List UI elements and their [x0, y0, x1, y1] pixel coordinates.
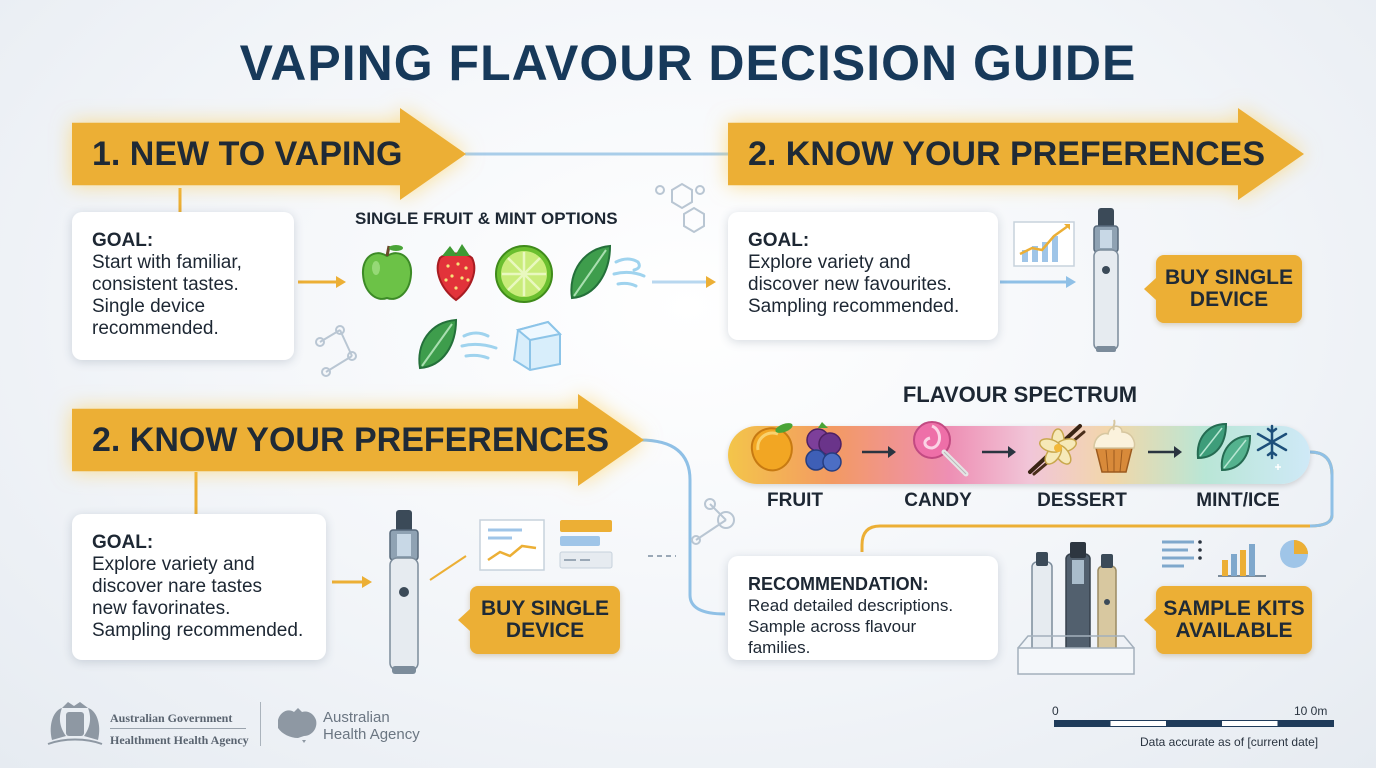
lime-icon	[495, 245, 553, 303]
step1-banner: 1. NEW TO VAPING	[72, 108, 466, 200]
scale-start-label: 0	[1052, 704, 1059, 718]
step2-bottom-goal-card: GOAL: Explore variety and discover nare …	[72, 514, 326, 660]
spectrum-label-mint-ice: MINT/ICE	[1196, 490, 1280, 511]
step2-top-goal-card: GOAL: Explore variety and discover new f…	[728, 212, 998, 340]
mint-leaves-icon	[1196, 422, 1252, 472]
spectrum-label-dessert: DESSERT	[1037, 490, 1127, 511]
analytics-icons	[1162, 540, 1308, 577]
mint-leaf-icon	[570, 244, 646, 300]
goal-line: discover new favourites.	[748, 274, 952, 295]
scale-end-label: 10 0m	[1294, 704, 1328, 718]
vape-pen-icon	[389, 510, 419, 674]
agency-line2: Health Agency	[323, 726, 420, 743]
step2-top-banner-label: 2. KNOW YOUR PREFERENCES	[748, 135, 1266, 173]
badge-line: SAMPLE KITS	[1163, 597, 1305, 620]
snowflake-icon	[1256, 424, 1288, 470]
recommendation-card: RECOMMENDATION: Read detailed descriptio…	[728, 556, 998, 660]
badge-line: AVAILABLE	[1175, 619, 1293, 642]
badge-line: BUY SINGLE	[1165, 266, 1293, 289]
options-label: SINGLE FRUIT & MINT OPTIONS	[355, 209, 618, 228]
badge-line: DEVICE	[505, 619, 585, 642]
goal-heading: GOAL:	[748, 230, 810, 251]
sample-kits-badge: SAMPLE KITS AVAILABLE	[1144, 586, 1312, 654]
page-title: VAPING FLAVOUR DECISION GUIDE	[239, 35, 1137, 91]
arrow-right-icon	[1148, 446, 1182, 458]
ice-cube-icon	[512, 320, 563, 372]
step2-bottom-banner-label: 2. KNOW YOUR PREFERENCES	[92, 421, 610, 459]
gov-divider	[110, 728, 246, 729]
sample-kit-icon	[1017, 542, 1135, 675]
recommendation-line: Sample across flavour families.	[748, 617, 917, 657]
goal-line: new favorinates.	[92, 598, 231, 619]
recommendation-heading: RECOMMENDATION:	[748, 574, 929, 594]
goal-line: discover nare tastes	[92, 576, 263, 597]
step1-banner-label: 1. NEW TO VAPING	[92, 135, 403, 173]
recommendation-line: Read detailed descriptions.	[748, 596, 954, 615]
goal-line: Explore variety and	[748, 252, 911, 273]
spectrum-title: FLAVOUR SPECTRUM	[902, 382, 1138, 407]
goal-line: Sampling recommended.	[92, 620, 304, 641]
coat-of-arms-icon	[47, 702, 103, 745]
agency-line1: Australian	[323, 709, 390, 726]
apple-icon	[361, 245, 413, 300]
goal-line: Start with familiar,	[92, 252, 242, 273]
gov-line1: Australian Government	[110, 711, 233, 725]
badge-line: BUY SINGLE	[481, 597, 609, 620]
berries-icon	[805, 422, 842, 472]
goal-line: Sampling recommended.	[748, 296, 960, 317]
badge-line: DEVICE	[1189, 288, 1269, 311]
goal-line: consistent tastes.	[92, 274, 239, 295]
footer-separator	[260, 702, 261, 746]
step1-goal-card: GOAL: Start with familiar, consistent ta…	[72, 212, 294, 360]
goal-line: Single device	[92, 296, 206, 317]
australia-map-icon	[278, 708, 317, 743]
arrow-right-icon	[982, 446, 1016, 458]
scale-bar	[1054, 720, 1334, 727]
strawberry-icon	[436, 244, 476, 302]
lollipop-icon	[913, 421, 969, 477]
step2-bottom-banner: 2. KNOW YOUR PREFERENCES	[72, 394, 644, 486]
goal-line: recommended.	[92, 318, 219, 339]
spectrum-label-candy: CANDY	[904, 490, 972, 511]
buy-single-device-badge: BUY SINGLE DEVICE	[1144, 255, 1302, 323]
step2-top-banner: 2. KNOW YOUR PREFERENCES	[728, 108, 1304, 200]
vanilla-flower-icon	[1028, 424, 1086, 476]
mint-leaf-icon	[418, 318, 498, 370]
gov-line2: Healthment Health Agency	[110, 733, 249, 747]
mango-icon	[750, 423, 793, 472]
arrow-right-icon	[862, 446, 896, 458]
goal-heading: GOAL:	[92, 532, 154, 553]
goal-heading: GOAL:	[92, 230, 154, 251]
buy-single-device-badge: BUY SINGLE DEVICE	[458, 586, 620, 654]
growth-chart-icon	[1013, 221, 1075, 267]
goal-line: Explore variety and	[92, 554, 255, 575]
data-accuracy-note: Data accurate as of [current date]	[1140, 735, 1319, 749]
cupcake-icon	[1093, 419, 1136, 473]
spectrum-label-fruit: FRUIT	[767, 490, 823, 511]
dashboard-chart-icon	[479, 519, 613, 571]
vape-pen-icon	[1093, 208, 1119, 352]
